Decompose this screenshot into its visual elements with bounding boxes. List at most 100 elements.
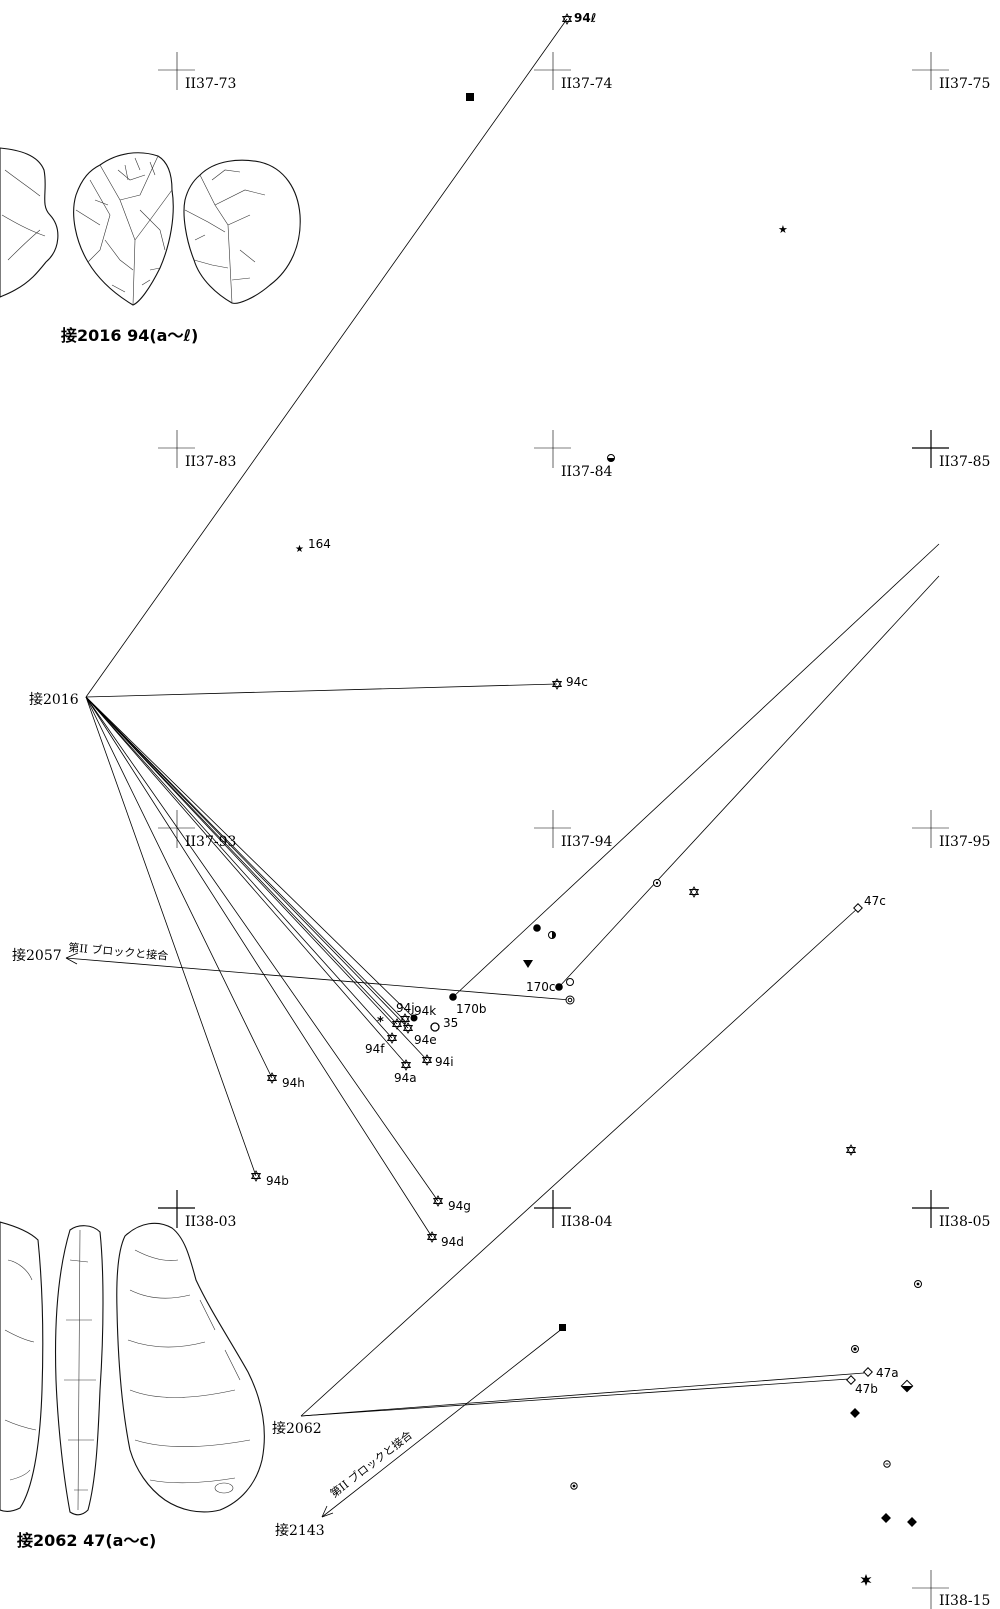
grid-mark: II38-05 (912, 1190, 990, 1230)
caption-top: 接2016 94(a〜ℓ) (61, 326, 198, 345)
refit-line (85, 696, 439, 1202)
grid-marks: II37-73 II37-74 II37-75 II37-83 II37-84 … (158, 52, 990, 1609)
burst-icon (860, 1574, 872, 1586)
grid-label: II38-04 (561, 1214, 613, 1230)
filled-circle-icon (533, 924, 541, 932)
refit-line (85, 696, 393, 1039)
point-label: 35 (443, 1016, 458, 1030)
point-label: 94i (435, 1055, 454, 1069)
connection-label-2057: 接2057 (12, 947, 62, 964)
refit-line (321, 1327, 564, 1518)
dotted-circle-icon (570, 1482, 578, 1490)
point-label: 94j (396, 1001, 415, 1015)
double-circle-icon (565, 995, 575, 1005)
refit-line (300, 1372, 865, 1417)
hexagram-icon (426, 1231, 438, 1243)
refit-lines (65, 18, 940, 1518)
point-label: 94f (365, 1042, 385, 1056)
grid-mark: II37-75 (912, 52, 990, 92)
refit-line (300, 1378, 850, 1417)
point-label: 94e (414, 1033, 437, 1047)
grid-mark: II37-74 (534, 52, 613, 92)
point-label: 170b (456, 1002, 487, 1016)
point-label: 94h (282, 1076, 305, 1090)
diamond-icon (853, 903, 863, 913)
point-label: 47b (855, 1382, 878, 1396)
square-icon (466, 93, 474, 101)
hexagram-icon (266, 1072, 278, 1084)
point-label: 47a (876, 1366, 899, 1380)
refit-line (85, 683, 558, 698)
refit-line (65, 957, 571, 1001)
grid-label: II37-95 (939, 834, 990, 850)
half-circle-icon (607, 454, 615, 462)
artifact-drawing-bottom (0, 1221, 265, 1516)
refit-line (85, 696, 433, 1238)
point-label: 94b (266, 1174, 289, 1188)
hexagram-icon (399, 1013, 411, 1025)
artifact-sketch (0, 1221, 44, 1512)
grid-mark: II38-03 (158, 1190, 236, 1230)
grid-label: II37-94 (561, 834, 613, 850)
grid-label: II37-74 (561, 76, 613, 92)
artifact-sketch (0, 147, 59, 298)
half-diamond-icon (900, 1379, 914, 1393)
refit-line (452, 543, 940, 998)
grid-label: II37-73 (185, 76, 236, 92)
refit-line (85, 696, 406, 1022)
refit-line (85, 696, 409, 1029)
point-label: 170c (526, 980, 556, 994)
diamond-icon (907, 1517, 917, 1527)
star-icon: ★ (295, 544, 304, 555)
diamond-icon (850, 1408, 860, 1418)
hexagram-icon (402, 1022, 414, 1034)
artifact-drawing-top (0, 147, 301, 306)
diamond-icon (846, 1375, 856, 1385)
point-labels: 94ℓ 164 94c 47c 170c 170b 94j 94k 35 94e… (266, 11, 899, 1396)
arrow-head (321, 1505, 334, 1518)
grid-mark: II37-84 (534, 430, 613, 480)
hexagram-icon (421, 1054, 433, 1066)
open-circle-icon (430, 1022, 440, 1032)
grid-label: II38-15 (939, 1593, 990, 1609)
point-label: 94k (414, 1004, 436, 1018)
filled-circle-icon (449, 993, 457, 1001)
refit-line (558, 575, 940, 988)
grid-mark: II37-85 (912, 430, 990, 470)
star-icon: ★ (778, 223, 788, 236)
dotted-circle-icon (883, 1460, 891, 1468)
point-label: 94c (566, 675, 588, 689)
artifact-symbols: ★ ★ * (250, 13, 922, 1586)
artifact-sketch (73, 152, 174, 306)
grid-mark: II37-95 (912, 810, 990, 850)
connection-label-2062: 接2062 (272, 1420, 322, 1437)
grid-label: II37-85 (939, 454, 990, 470)
refit-line (85, 696, 415, 1019)
grid-mark: II38-15 (912, 1570, 990, 1609)
point-label: 94d (441, 1235, 464, 1249)
square-icon (559, 1324, 566, 1331)
grid-label: II37-84 (561, 464, 613, 480)
dotted-circle-icon (851, 1345, 859, 1353)
connection-label-2143: 接2143 (275, 1522, 325, 1539)
point-label: 47c (864, 894, 886, 908)
hexagram-icon (386, 1032, 398, 1044)
refit-line (300, 907, 859, 1417)
hexagram-icon (391, 1018, 403, 1030)
connection-label-2016: 接2016 (29, 691, 79, 708)
refit-line (85, 696, 428, 1061)
diamond-icon (863, 1367, 873, 1377)
grid-mark: II37-93 (158, 810, 236, 850)
open-circle-icon (566, 978, 574, 986)
grid-mark: II37-94 (534, 810, 613, 850)
grid-label: II37-75 (939, 76, 990, 92)
refit-line (85, 696, 273, 1079)
hexagram-icon (845, 1144, 857, 1156)
grid-label: II37-83 (185, 454, 236, 470)
half-circle-icon (548, 931, 556, 939)
artifact-sketch (116, 1222, 265, 1513)
caption-bottom: 接2062 47(a〜c) (17, 1531, 156, 1550)
diamond-icon (881, 1513, 891, 1523)
refit-line (85, 696, 398, 1025)
